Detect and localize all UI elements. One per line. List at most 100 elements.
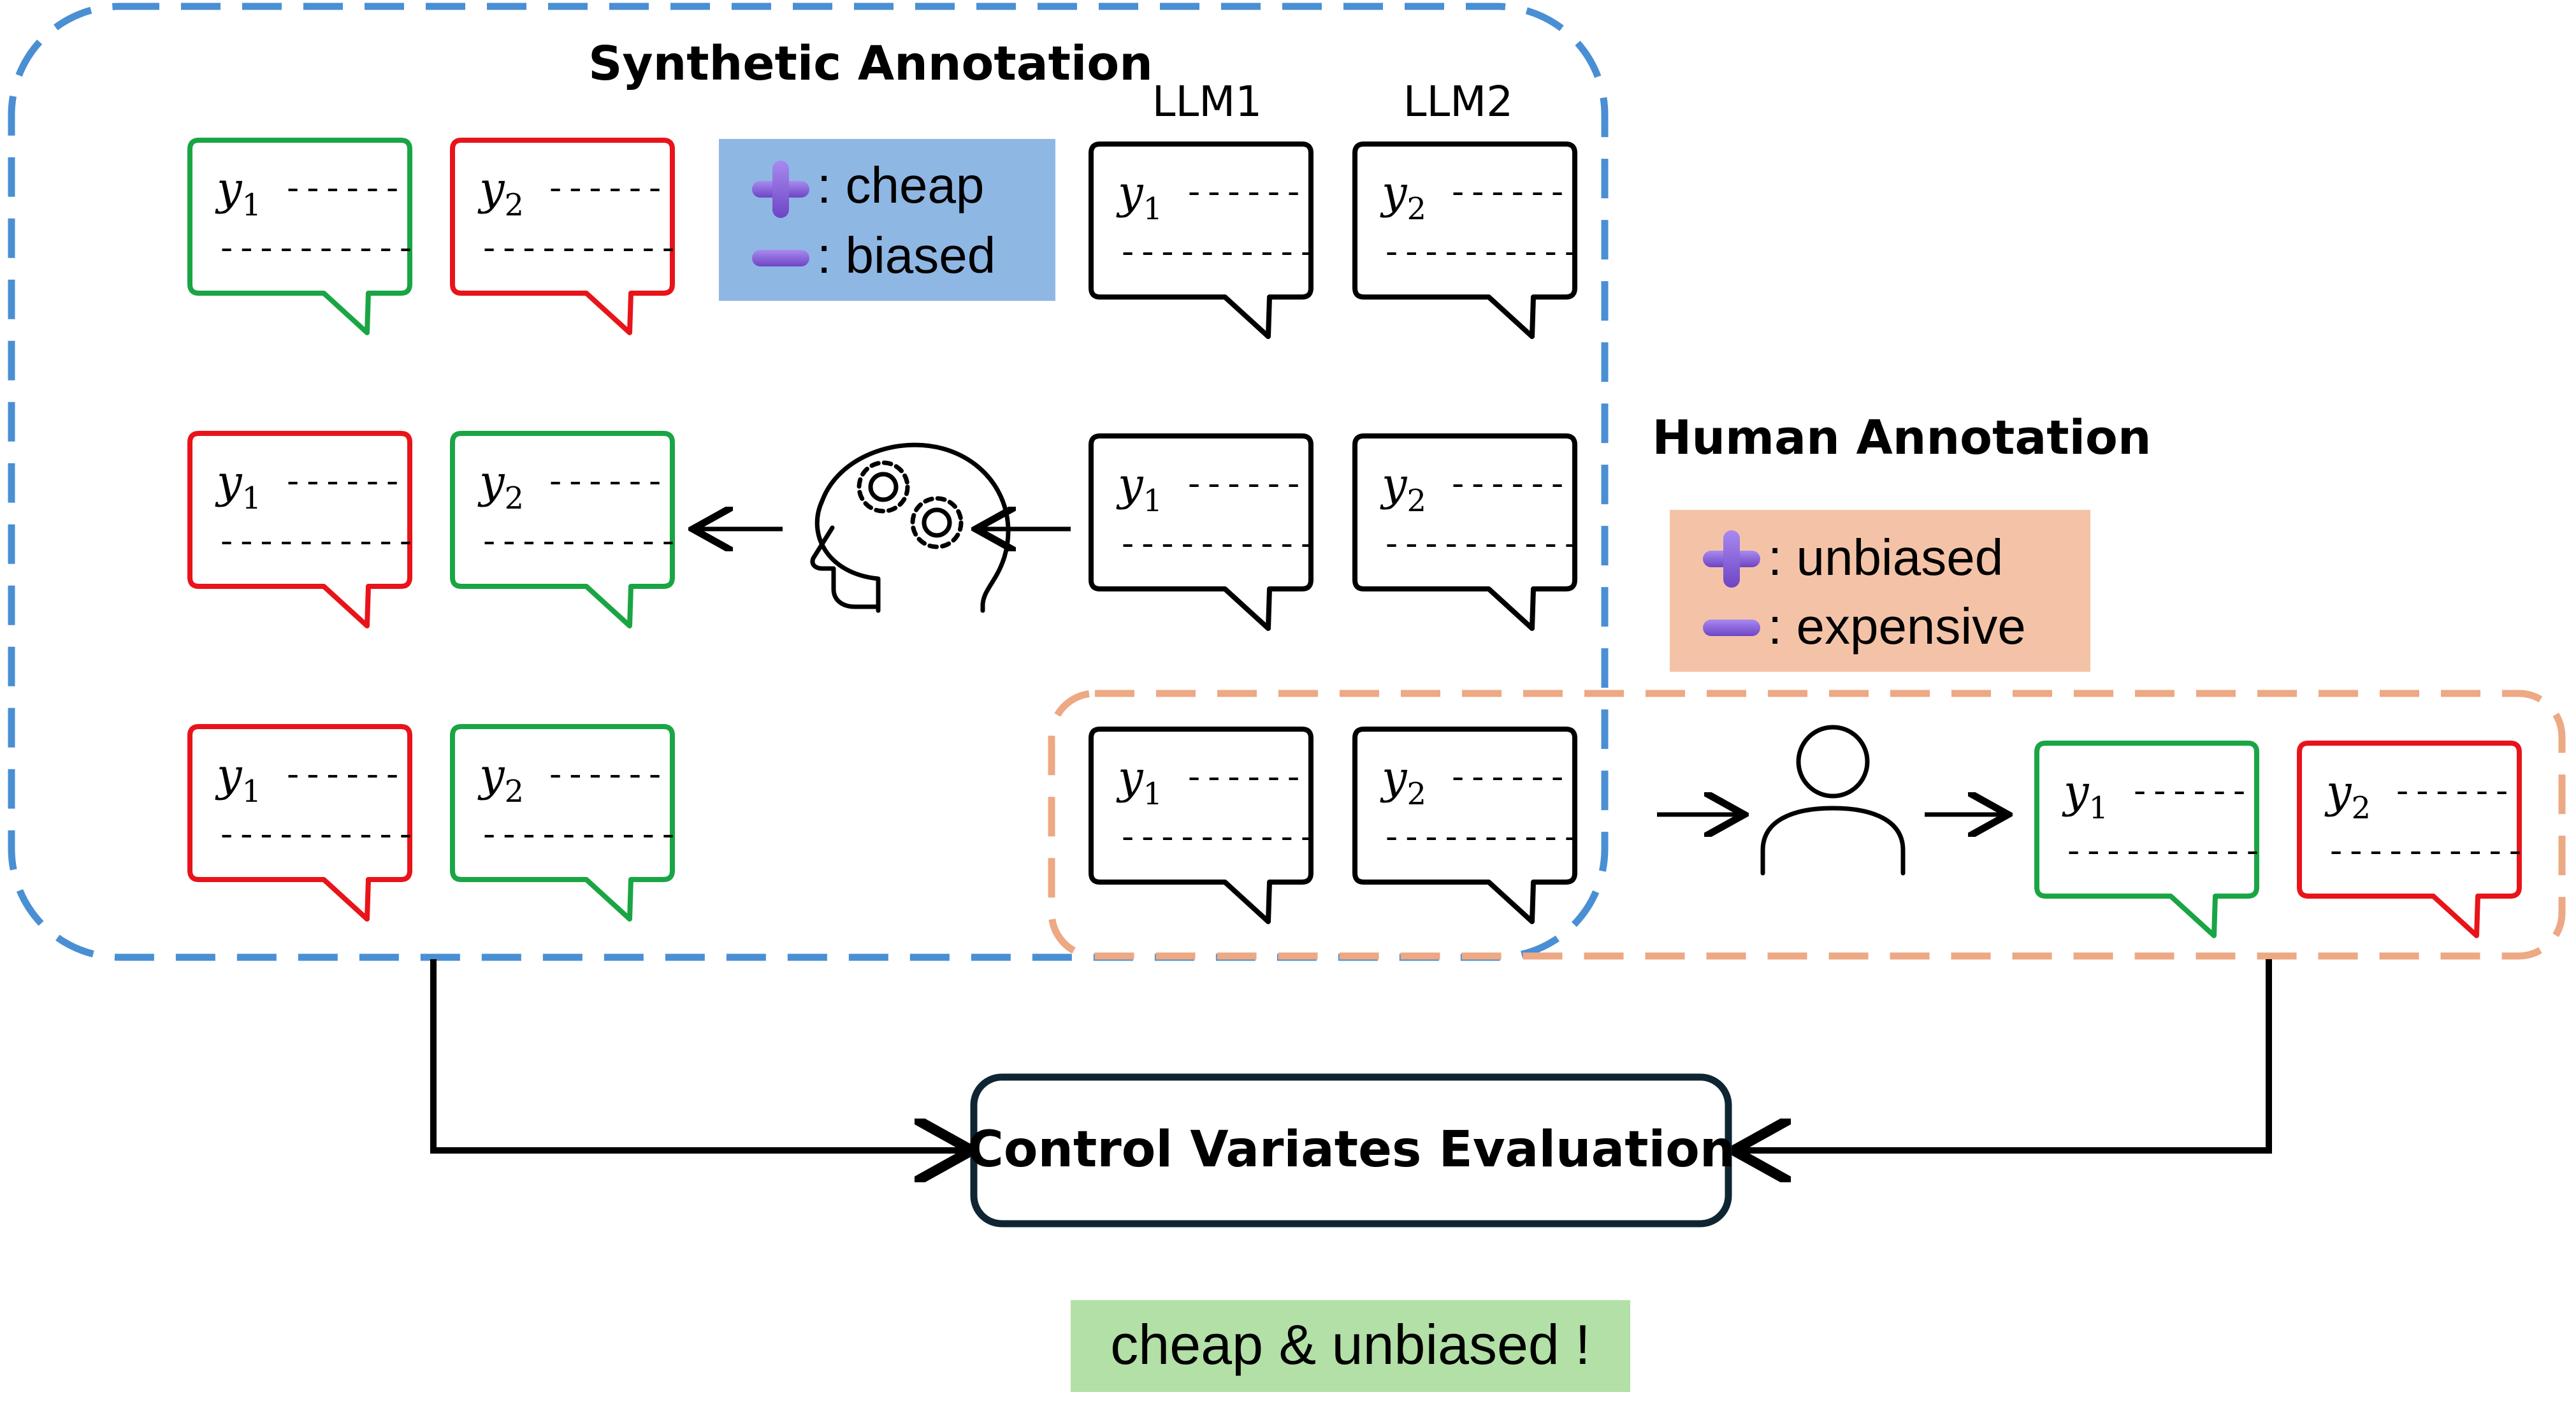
human-label-y2-bubble: y2---------------- [2297,741,2525,938]
bubble-variable: y2 [477,163,524,223]
human-legend: : unbiased : expensive [1670,510,2090,672]
bubble-dash-short: ------ [1184,467,1303,505]
human-plus-text: : unbiased [1768,529,2003,586]
bubble-var-index: 2 [2352,790,2371,826]
llm1-row2-y1-bubble: y1---------------- [1089,433,1317,631]
bubble-variable: y2 [477,749,524,809]
bubble-outline [2034,741,2259,938]
llm2-row1-y2-bubble: y2---------------- [1352,141,1581,339]
bubble-var-symbol: y [2062,765,2090,818]
bubble-var-symbol: y [1380,166,1408,219]
bubble-var-symbol: y [477,163,505,215]
bubble-dash-short: ------ [1448,760,1567,798]
result-label: cheap & unbiased ! [1110,1313,1590,1376]
bubble-outline [1352,727,1577,924]
bubble-var-index: 1 [1143,483,1163,519]
bubble-dash-long: ---------- [1118,527,1317,565]
synthetic-annotation-title: Synthetic Annotation [588,36,1153,91]
bubble-outline [450,431,675,628]
bubble-variable: y1 [1116,751,1162,812]
bubble-dash-short: ------ [2130,774,2249,812]
bubble-variable: y1 [215,749,261,809]
human-minus-text: : expensive [1768,598,2026,655]
bubble-dash-long: ---------- [1118,820,1317,858]
bubble-variable: y2 [1380,751,1426,812]
control-variates-evaluation-box [970,1073,1732,1228]
bubble-var-index: 2 [1407,776,1427,812]
bubble-outline [1089,141,1313,339]
synthetic-plus-text: : cheap [817,157,984,214]
plus-icon [1703,530,1760,588]
bubble-outline [2297,741,2522,938]
bubble-dash-long: ---------- [1118,235,1317,273]
bubble-outline [1089,433,1313,631]
bubble-var-symbol: y [477,749,505,801]
bubble-variable: y1 [1116,458,1162,519]
bubble-var-index: 1 [2089,790,2109,826]
plus-icon [752,161,809,218]
bubble-variable: y2 [1380,166,1426,227]
bubble-var-symbol: y [2324,765,2352,818]
bubble-variable: y1 [2062,765,2108,826]
bubble-dash-short: ------ [1184,760,1303,798]
bubble-var-symbol: y [1116,458,1144,511]
bubble-var-symbol: y [1116,751,1144,804]
bubble-dash-long: ---------- [2064,834,2262,872]
bubble-dash-long: ---------- [2326,834,2525,872]
bubble-variable: y1 [215,163,261,223]
bubble-dash-long: ---------- [217,525,416,562]
bubble-dash-long: ---------- [1382,820,1581,858]
bubble-var-symbol: y [1380,751,1408,804]
bubble-outline [1352,141,1577,339]
bubble-dash-long: ---------- [217,231,416,269]
bubble-outline [450,724,675,922]
bubble-var-index: 2 [505,774,525,809]
bubble-dash-short: ------ [1448,175,1567,213]
llm1-label: LLM1 [1152,77,1262,126]
bubble-dash-short: ------ [546,465,665,502]
human-annotation-region [1048,690,2566,960]
llm1-row3-y1-bubble: y1---------------- [1089,727,1317,924]
head-gears-icon [810,442,1011,613]
bubble-outline [450,138,675,335]
bubble-variable: y2 [477,456,524,516]
synthetic-row3-y2-bubble: y2---------------- [450,724,678,922]
bubble-outline [1352,433,1577,631]
synthetic-annotation-region [8,3,1609,961]
human-annotation-title: Human Annotation [1652,410,2151,465]
bubble-var-index: 2 [1407,483,1427,519]
synthetic-legend: : cheap : biased [719,139,1055,301]
human-label-y1-bubble: y1---------------- [2034,741,2262,938]
synthetic-to-evaluation-connector [430,959,966,1150]
bubble-dash-long: ---------- [479,231,678,269]
bubble-dash-short: ------ [1448,467,1567,505]
llm1-row1-y1-bubble: y1---------------- [1089,141,1317,339]
bubble-dash-short: ------ [546,171,665,209]
bubble-var-symbol: y [215,749,243,801]
synthetic-minus-text: : biased [817,227,995,284]
minus-icon [752,250,809,266]
bubble-dash-short: ------ [283,465,402,502]
bubble-variable: y2 [2324,765,2371,826]
bubble-dash-long: ---------- [1382,527,1581,565]
synthetic-row1-y1-bubble: y1---------------- [187,138,416,335]
llm2-row3-y2-bubble: y2---------------- [1352,727,1581,924]
bubble-var-index: 1 [1143,776,1163,812]
bubble-var-index: 1 [242,774,262,809]
synthetic-row2-y1-bubble: y1---------------- [187,431,416,628]
bubble-var-index: 2 [1407,191,1427,227]
bubble-var-symbol: y [215,456,243,508]
bubble-var-symbol: y [477,456,505,508]
synthetic-row1-y2-bubble: y2---------------- [450,138,678,335]
bubble-var-index: 2 [505,481,525,516]
bubble-dash-long: ---------- [479,525,678,562]
synthetic-row3-y1-bubble: y1---------------- [187,724,416,922]
bubble-dash-short: ------ [2392,774,2512,812]
bubble-dash-short: ------ [1184,175,1303,213]
bubble-var-symbol: y [1380,458,1408,511]
result-badge [1071,1300,1630,1392]
llm2-row2-y2-bubble: y2---------------- [1352,433,1581,631]
bubble-var-index: 1 [242,481,262,516]
bubble-dash-short: ------ [283,758,402,795]
